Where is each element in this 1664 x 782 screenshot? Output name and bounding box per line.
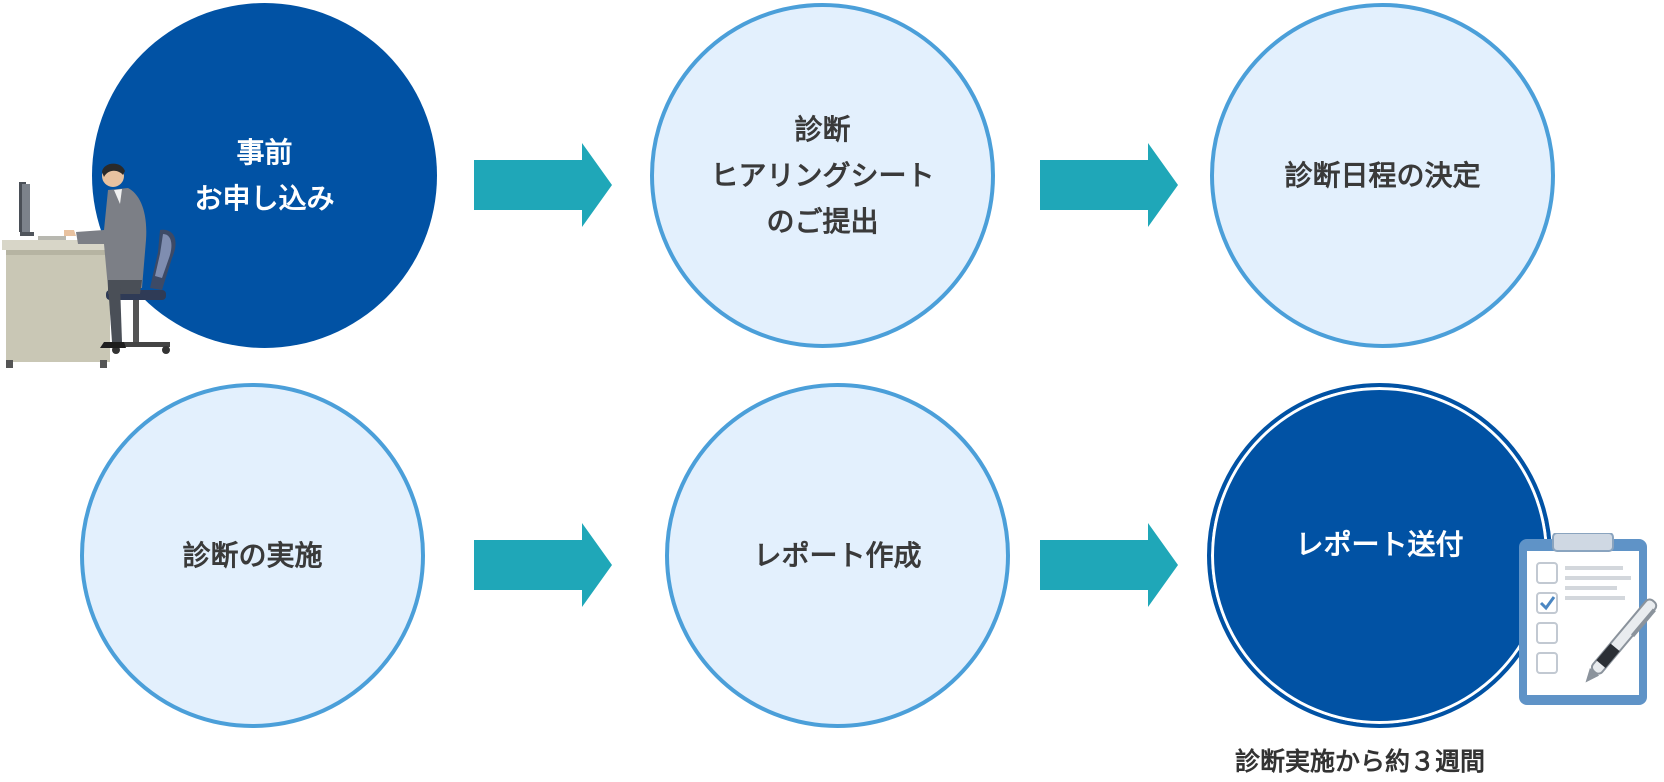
step-schedule-decision: 診断日程の決定 (1210, 3, 1555, 348)
person-at-desk-illustration (2, 163, 176, 368)
step-report-creation: レポート作成 (665, 383, 1010, 728)
step-label-line: ヒアリングシート (710, 158, 935, 192)
arrow-right-icon (474, 523, 612, 607)
step-label: 診断日程の決定 (1284, 153, 1480, 199)
step-label: 事前 お申し込み (194, 130, 334, 222)
step-label-line: 診断の実施 (182, 538, 323, 572)
step-label: 診断の実施 (182, 533, 322, 579)
step-label: レポート作成 (753, 533, 921, 579)
clipboard-checklist-icon (1519, 533, 1647, 705)
step-report-delivery: レポート送付 (1207, 383, 1552, 728)
step-label-line: 診断 (794, 112, 851, 146)
pen-icon (1585, 598, 1658, 683)
step-label-line: のご提出 (766, 204, 879, 238)
arrow-right-icon (474, 143, 612, 227)
arrow-right-icon (1040, 523, 1178, 607)
step-hearing-sheet: 診断 ヒアリングシート のご提出 (650, 3, 995, 348)
step-label-line: 診断日程の決定 (1284, 158, 1481, 192)
step-label: レポート送付 (1295, 522, 1463, 568)
step-label: 診断 ヒアリングシート のご提出 (710, 107, 934, 245)
step-label-line: レポート作成 (753, 538, 922, 572)
step-label-line: 事前 (236, 135, 293, 169)
step-diagnosis-execution: 診断の実施 (80, 383, 425, 728)
step-label-line: レポート送付 (1295, 527, 1464, 561)
step-label-line: お申し込み (194, 181, 335, 215)
arrow-right-icon (1040, 143, 1178, 227)
delivery-time-note: 診断実施から約３週間 (1234, 747, 1485, 776)
